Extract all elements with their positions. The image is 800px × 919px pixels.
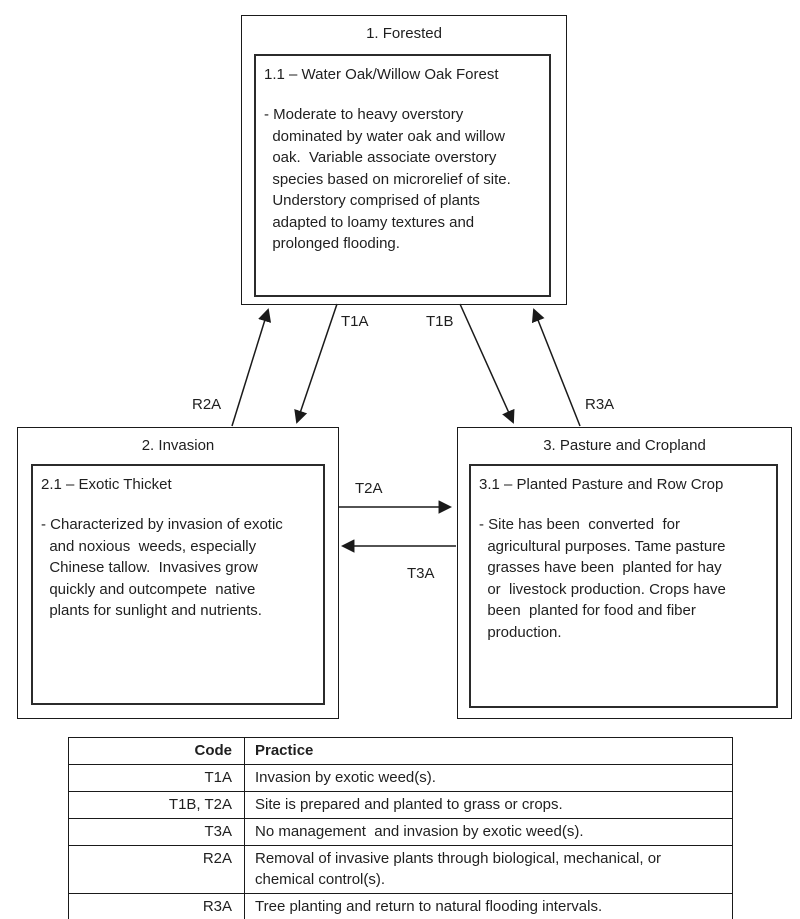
table-row: T3A No management and invasion by exotic… xyxy=(68,818,733,846)
code-cell: T1B, T2A xyxy=(68,791,245,819)
table-row: T1A Invasion by exotic weed(s). xyxy=(68,764,733,792)
community-description: - Site has been converted for agricultur… xyxy=(479,516,726,641)
practice-table: Code Practice T1A Invasion by exotic wee… xyxy=(68,737,733,919)
state-box-pasture-cropland: 3. Pasture and Cropland 3.1 – Planted Pa… xyxy=(457,427,792,719)
community-description: - Characterized by invasion of exotic an… xyxy=(41,516,283,619)
community-box-exotic-thicket: 2.1 – Exotic Thicket - Characterized by … xyxy=(31,464,325,705)
transition-label-t1a: T1A xyxy=(341,313,369,330)
arrow-t1a xyxy=(294,303,338,424)
code-cell: R3A xyxy=(68,893,245,919)
state-box-invasion: 2. Invasion 2.1 – Exotic Thicket - Chara… xyxy=(17,427,339,719)
community-description: - Moderate to heavy overstory dominated … xyxy=(264,106,511,252)
practice-cell: No management and invasion by exotic wee… xyxy=(244,818,733,846)
community-box-water-oak: 1.1 – Water Oak/Willow Oak Forest - Mode… xyxy=(254,54,551,297)
state-title-forested: 1. Forested xyxy=(366,25,442,42)
transition-label-t1b: T1B xyxy=(426,313,454,330)
community-box-planted-pasture: 3.1 – Planted Pasture and Row Crop - Sit… xyxy=(469,464,778,708)
practice-cell: Invasion by exotic weed(s). xyxy=(244,764,733,792)
state-title-pasture-cropland: 3. Pasture and Cropland xyxy=(543,437,706,454)
code-cell: R2A xyxy=(68,845,245,894)
table-header-practice: Practice xyxy=(244,737,733,765)
transition-label-t3a: T3A xyxy=(407,565,435,582)
transition-label-t2a: T2A xyxy=(355,480,383,497)
table-row: R3A Tree planting and return to natural … xyxy=(68,893,733,919)
table-row: T1B, T2A Site is prepared and planted to… xyxy=(68,791,733,819)
community-title: 1.1 – Water Oak/Willow Oak Forest xyxy=(264,66,499,83)
arrow-r3a xyxy=(531,308,581,427)
community-title: 2.1 – Exotic Thicket xyxy=(41,476,172,493)
table-header-code: Code xyxy=(68,737,245,765)
state-title-invasion: 2. Invasion xyxy=(141,437,215,454)
code-cell: T3A xyxy=(68,818,245,846)
code-cell: T1A xyxy=(68,764,245,792)
state-box-forested: 1. Forested 1.1 – Water Oak/Willow Oak F… xyxy=(241,15,567,305)
practice-cell: Removal of invasive plants through biolo… xyxy=(244,845,733,894)
practice-cell: Site is prepared and planted to grass or… xyxy=(244,791,733,819)
transition-label-r3a: R3A xyxy=(585,396,615,413)
table-row: R2A Removal of invasive plants through b… xyxy=(68,845,733,894)
arrow-t1b xyxy=(459,303,515,424)
table-header-row: Code Practice xyxy=(68,737,733,765)
community-title: 3.1 – Planted Pasture and Row Crop xyxy=(479,476,724,493)
transition-label-r2a: R2A xyxy=(192,396,222,413)
practice-cell: Tree planting and return to natural floo… xyxy=(244,893,733,919)
arrow-r2a xyxy=(231,308,272,427)
